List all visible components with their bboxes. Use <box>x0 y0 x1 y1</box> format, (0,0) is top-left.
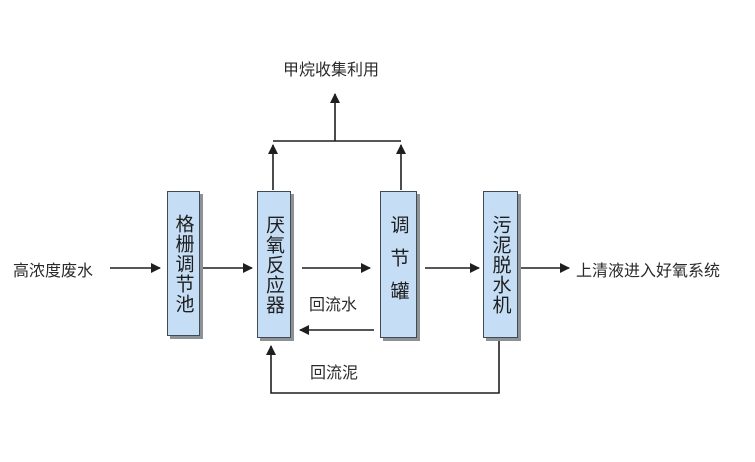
anaerobic-reactor-box: 厌氧反应器 <box>257 191 291 338</box>
sludge-dewatering-box: 污泥脱水机 <box>483 191 518 338</box>
methane-label: 甲烷收集利用 <box>283 60 380 79</box>
conditioning-tank-box: 调节罐 <box>380 191 417 338</box>
output-label: 上清液进入好氧系统 <box>576 261 721 280</box>
anaerobic-reactor-label: 厌氧反应器 <box>263 214 285 315</box>
screen-tank-box: 格栅调节池 <box>167 191 200 336</box>
input-label: 高浓度废水 <box>13 261 94 280</box>
sludge-dewatering-label: 污泥脱水机 <box>489 214 512 315</box>
screen-tank-label: 格栅调节池 <box>172 213 195 314</box>
recycle-sludge-label: 回流泥 <box>310 363 359 382</box>
conditioning-tank-label: 调节罐 <box>387 215 410 314</box>
recycle-water-label: 回流水 <box>309 295 358 314</box>
arrow-recycle-sludge <box>266 338 500 394</box>
